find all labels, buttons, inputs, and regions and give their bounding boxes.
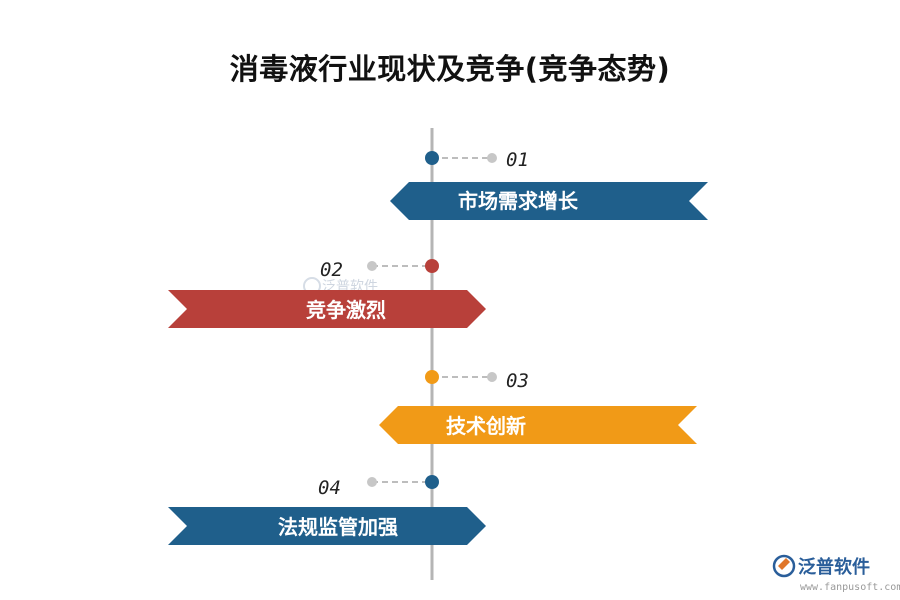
step-2-node xyxy=(425,259,439,273)
step-1-number: 01 xyxy=(506,149,529,171)
step-4: 04 法规监管加强 xyxy=(168,475,486,545)
step-1-node xyxy=(425,151,439,165)
step-3-node xyxy=(425,370,439,384)
step-2-end-dot xyxy=(367,261,377,271)
step-2: 02 竞争激烈 xyxy=(168,259,486,328)
page-title: 消毒液行业现状及竞争(竞争态势) xyxy=(229,52,671,86)
step-1-ribbon xyxy=(390,182,708,220)
step-2-label: 竞争激烈 xyxy=(306,298,386,322)
watermark-url: www.fanpusoft.com xyxy=(800,582,900,593)
step-3-label: 技术创新 xyxy=(446,414,526,438)
step-4-node xyxy=(425,475,439,489)
step-3: 03 技术创新 xyxy=(379,370,697,444)
step-1: 01 市场需求增长 xyxy=(390,149,708,220)
watermark-brand: 泛普软件 xyxy=(798,556,870,578)
step-2-number: 02 xyxy=(320,259,343,281)
step-1-label: 市场需求增长 xyxy=(458,189,579,213)
step-3-end-dot xyxy=(487,372,497,382)
step-3-ribbon xyxy=(379,406,697,444)
logo-icon xyxy=(772,554,796,578)
step-3-number: 03 xyxy=(506,370,529,392)
step-4-ribbon xyxy=(168,507,486,545)
step-4-label: 法规监管加强 xyxy=(278,515,398,539)
step-4-number: 04 xyxy=(318,477,341,499)
step-1-end-dot xyxy=(487,153,497,163)
step-2-ribbon xyxy=(168,290,486,328)
step-4-end-dot xyxy=(367,477,377,487)
watermark-logo: 泛普软件 www.fanpusoft.com xyxy=(772,554,900,593)
